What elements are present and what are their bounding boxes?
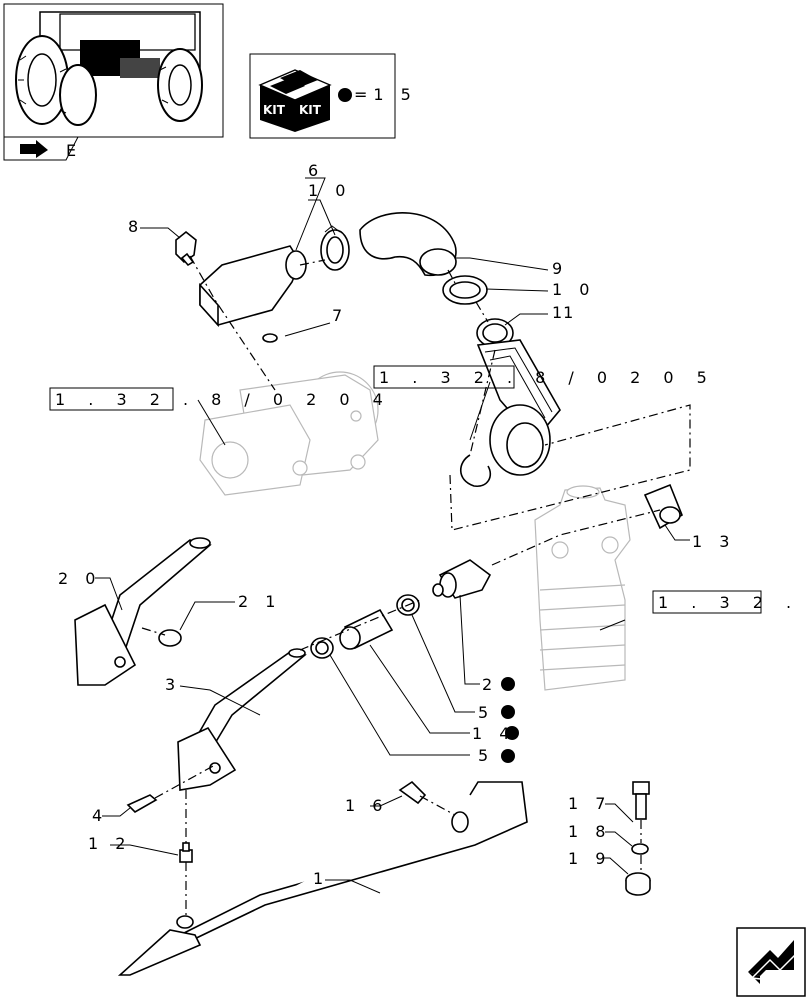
- callout-14: 1 4: [472, 724, 515, 743]
- o-ring-7: [262, 333, 278, 343]
- callout-17: 1 7: [568, 794, 611, 813]
- fitting-16: [398, 780, 427, 805]
- kit-dot-2: [501, 677, 515, 691]
- ref-box-left[interactable]: 1 . 3 2 . 8 / 0 2 0 4: [49, 387, 392, 411]
- callout-21: 2 1: [238, 592, 281, 611]
- callout-9: 9: [552, 259, 568, 278]
- callout-4: 4: [92, 806, 108, 825]
- pipe-20: [74, 537, 212, 686]
- kit-marker-dots: [501, 677, 519, 763]
- callout-20: 2 0: [58, 569, 101, 588]
- seal-11: [476, 318, 514, 348]
- elbow-hose-9: [359, 212, 457, 277]
- callout-labels: 6 1 0 8 9 1 0 11 7 1 3 2 0 2 1 3 2 5 1 4…: [58, 161, 735, 888]
- callout-10-upper: 1 0: [308, 181, 351, 200]
- hose-clamp-5-left: [310, 637, 334, 659]
- callout-6: 6: [308, 161, 324, 180]
- hose-14: [339, 608, 394, 650]
- nut-19: [625, 872, 651, 896]
- ref-box-top[interactable]: 1 . 3 2 . 8 / 0 2 0 5: [373, 365, 716, 389]
- callout-2: 2: [482, 675, 498, 694]
- callout-13: 1 3: [692, 532, 735, 551]
- kit-dot-icon: [338, 88, 352, 102]
- washer-18: [631, 843, 649, 855]
- circlip: [459, 454, 492, 487]
- callout-5-upper: 5: [478, 703, 494, 722]
- ref-top-text: 1 . 3 2 . 8 / 0 2 0 5: [379, 368, 716, 387]
- kit-dot-5-upper: [501, 705, 515, 719]
- ref-box-right[interactable]: 1 . 3 2 . 8 / 0: [652, 590, 812, 614]
- thumbnail-corner-letter: E: [66, 141, 82, 160]
- cap-13: [643, 483, 683, 530]
- fitting-12: [179, 842, 193, 863]
- pipe-1: [117, 781, 528, 976]
- o-ring-21: [158, 629, 182, 647]
- callout-1: 1: [313, 869, 329, 888]
- screw-8: [175, 230, 197, 267]
- callout-11: 11: [552, 303, 574, 322]
- next-page-button[interactable]: [736, 927, 806, 997]
- next-page-arrow-icon: [748, 940, 796, 984]
- hydraulic-pump: [199, 371, 379, 496]
- hose-clamp-10-lower: [442, 275, 488, 305]
- book-arrow-icon: [20, 140, 48, 158]
- callout-12: 1 2: [88, 834, 131, 853]
- kit-symbol-value: =1 5: [354, 85, 417, 104]
- callout-5-lower: 5: [478, 746, 494, 765]
- callout-10-lower: 1 0: [552, 280, 595, 299]
- thumbnail-tab[interactable]: E: [3, 136, 82, 161]
- kit-dot-14: [505, 726, 519, 740]
- outlet-flange: [199, 245, 307, 328]
- kit-dot-5-lower: [501, 749, 515, 763]
- screw-4: [126, 794, 158, 813]
- kit-text-left: KIT: [263, 103, 286, 117]
- callout-8: 8: [128, 217, 144, 236]
- fitting-2: [432, 559, 492, 599]
- tractor-wheel-front-right: [157, 48, 203, 122]
- callout-16: 1 6: [345, 796, 388, 815]
- leader-lines: [95, 177, 690, 894]
- tractor-wheel-front-left: [59, 64, 97, 126]
- callout-19: 1 9: [568, 849, 611, 868]
- kit-legend: KIT KIT =1 5: [249, 53, 417, 139]
- callout-18: 1 8: [568, 822, 611, 841]
- tractor-wheel-rear: [15, 35, 69, 125]
- kit-box-icon: [258, 69, 332, 132]
- ref-right-text: 1 . 3 2 . 8 / 0: [658, 593, 812, 612]
- ref-left-text: 1 . 3 2 . 8 / 0 2 0 4: [55, 390, 392, 409]
- callout-7: 7: [332, 306, 348, 325]
- tractor-thumbnail[interactable]: [3, 3, 224, 138]
- screw-17: [632, 781, 650, 820]
- assembly-centerlines: [141, 255, 691, 915]
- pipe-3: [177, 648, 307, 791]
- filter-housing: [534, 485, 631, 691]
- hose-clamp-10-upper: [320, 225, 350, 271]
- callout-3: 3: [165, 675, 181, 694]
- suction-pipe: [476, 339, 561, 476]
- kit-text-right: KIT: [299, 103, 322, 117]
